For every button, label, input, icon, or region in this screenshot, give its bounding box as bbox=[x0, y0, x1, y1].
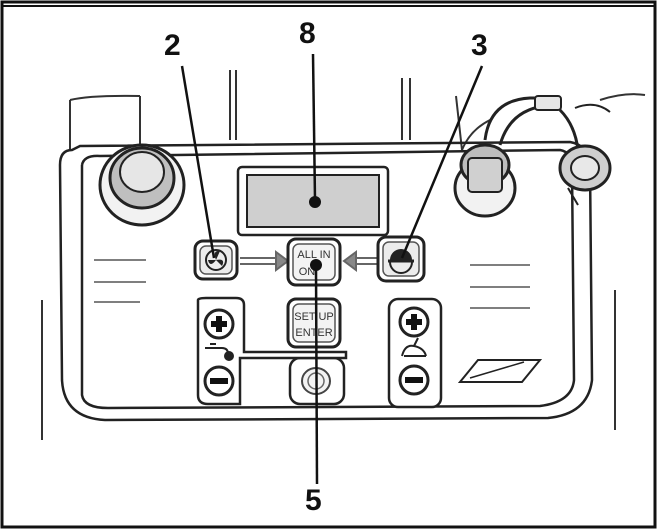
setup-label: SET UP bbox=[294, 311, 334, 323]
water-minus-button[interactable] bbox=[203, 365, 235, 397]
display-screen bbox=[236, 165, 390, 237]
callout-3: 3 bbox=[471, 29, 488, 62]
vacuum-control-group bbox=[387, 297, 443, 409]
vacuum-minus-button[interactable] bbox=[398, 364, 430, 396]
all-in-marker-dot bbox=[310, 259, 322, 271]
machine-outline bbox=[41, 70, 646, 440]
water-tap-icon bbox=[205, 343, 234, 361]
water-control-group bbox=[196, 296, 348, 406]
leader-lines bbox=[180, 53, 484, 485]
vacuum-plus-button[interactable] bbox=[398, 306, 430, 338]
left-knob[interactable] bbox=[98, 143, 186, 227]
fan-icon bbox=[205, 249, 227, 271]
setup-enter-button[interactable]: SET UP ENTER bbox=[286, 297, 342, 349]
callout-5: 5 bbox=[305, 484, 322, 517]
callout-2: 2 bbox=[164, 29, 181, 62]
arrow-right-to-center bbox=[342, 250, 380, 272]
leader-line-3 bbox=[400, 65, 484, 259]
minus-icon bbox=[405, 377, 423, 383]
all-in-on-button[interactable]: ALL IN ON bbox=[286, 237, 342, 287]
vacuum-icon bbox=[401, 337, 427, 357]
key-switch[interactable] bbox=[453, 95, 612, 218]
logo-plate bbox=[457, 359, 543, 383]
panel-decor-lines bbox=[94, 259, 530, 309]
half-circle-icon bbox=[388, 249, 414, 274]
plus-icon bbox=[211, 316, 227, 332]
enter-label: ENTER bbox=[295, 327, 332, 339]
minus-icon bbox=[210, 378, 228, 384]
fan-button[interactable] bbox=[193, 239, 239, 281]
on-label: ON bbox=[299, 266, 316, 278]
water-plus-button[interactable] bbox=[203, 308, 235, 340]
all-in-label: ALL IN bbox=[297, 249, 330, 261]
light-button[interactable] bbox=[376, 235, 426, 283]
arrow-left-to-center bbox=[240, 250, 290, 272]
logo-plate-stripe bbox=[469, 361, 525, 379]
display-marker-dot bbox=[309, 196, 321, 208]
leader-line-8 bbox=[311, 53, 317, 201]
leader-line-5 bbox=[314, 267, 319, 485]
plus-icon bbox=[406, 314, 422, 330]
leader-line-2 bbox=[180, 65, 216, 259]
callout-8: 8 bbox=[299, 17, 316, 50]
